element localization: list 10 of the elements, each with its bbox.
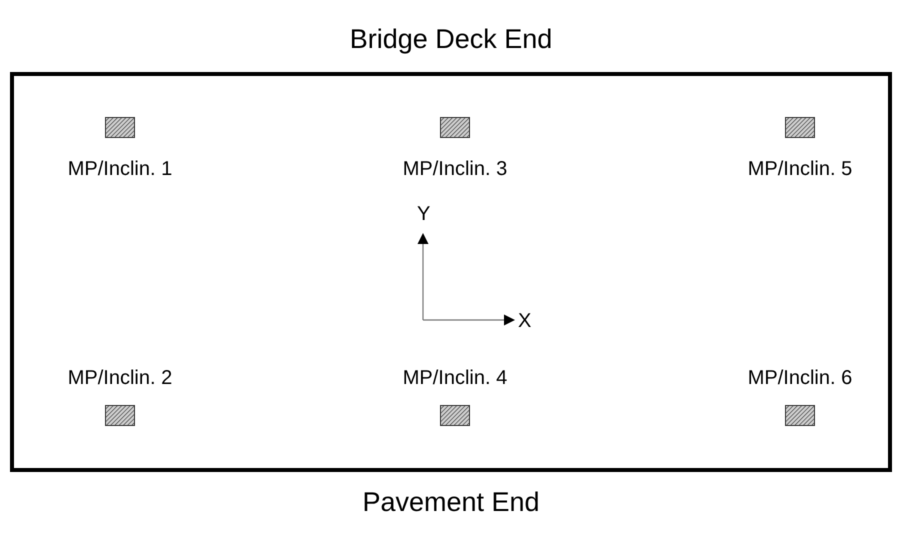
axis-label: X [518, 310, 532, 332]
sensor-label: MP/Inclin. 3 [402, 157, 508, 181]
sensor-label: MP/Inclin. 2 [68, 366, 172, 390]
end-label: Bridge Deck End [350, 24, 552, 55]
sensor-label: MP/Inclin. 4 [402, 366, 508, 390]
sensor-label: MP/Inclin. 5 [748, 157, 852, 181]
end-label: Pavement End [362, 487, 540, 518]
axis-label: Y [417, 203, 430, 225]
sensor-label: MP/Inclin. 1 [68, 157, 172, 181]
sensor-label: MP/Inclin. 6 [748, 366, 852, 390]
